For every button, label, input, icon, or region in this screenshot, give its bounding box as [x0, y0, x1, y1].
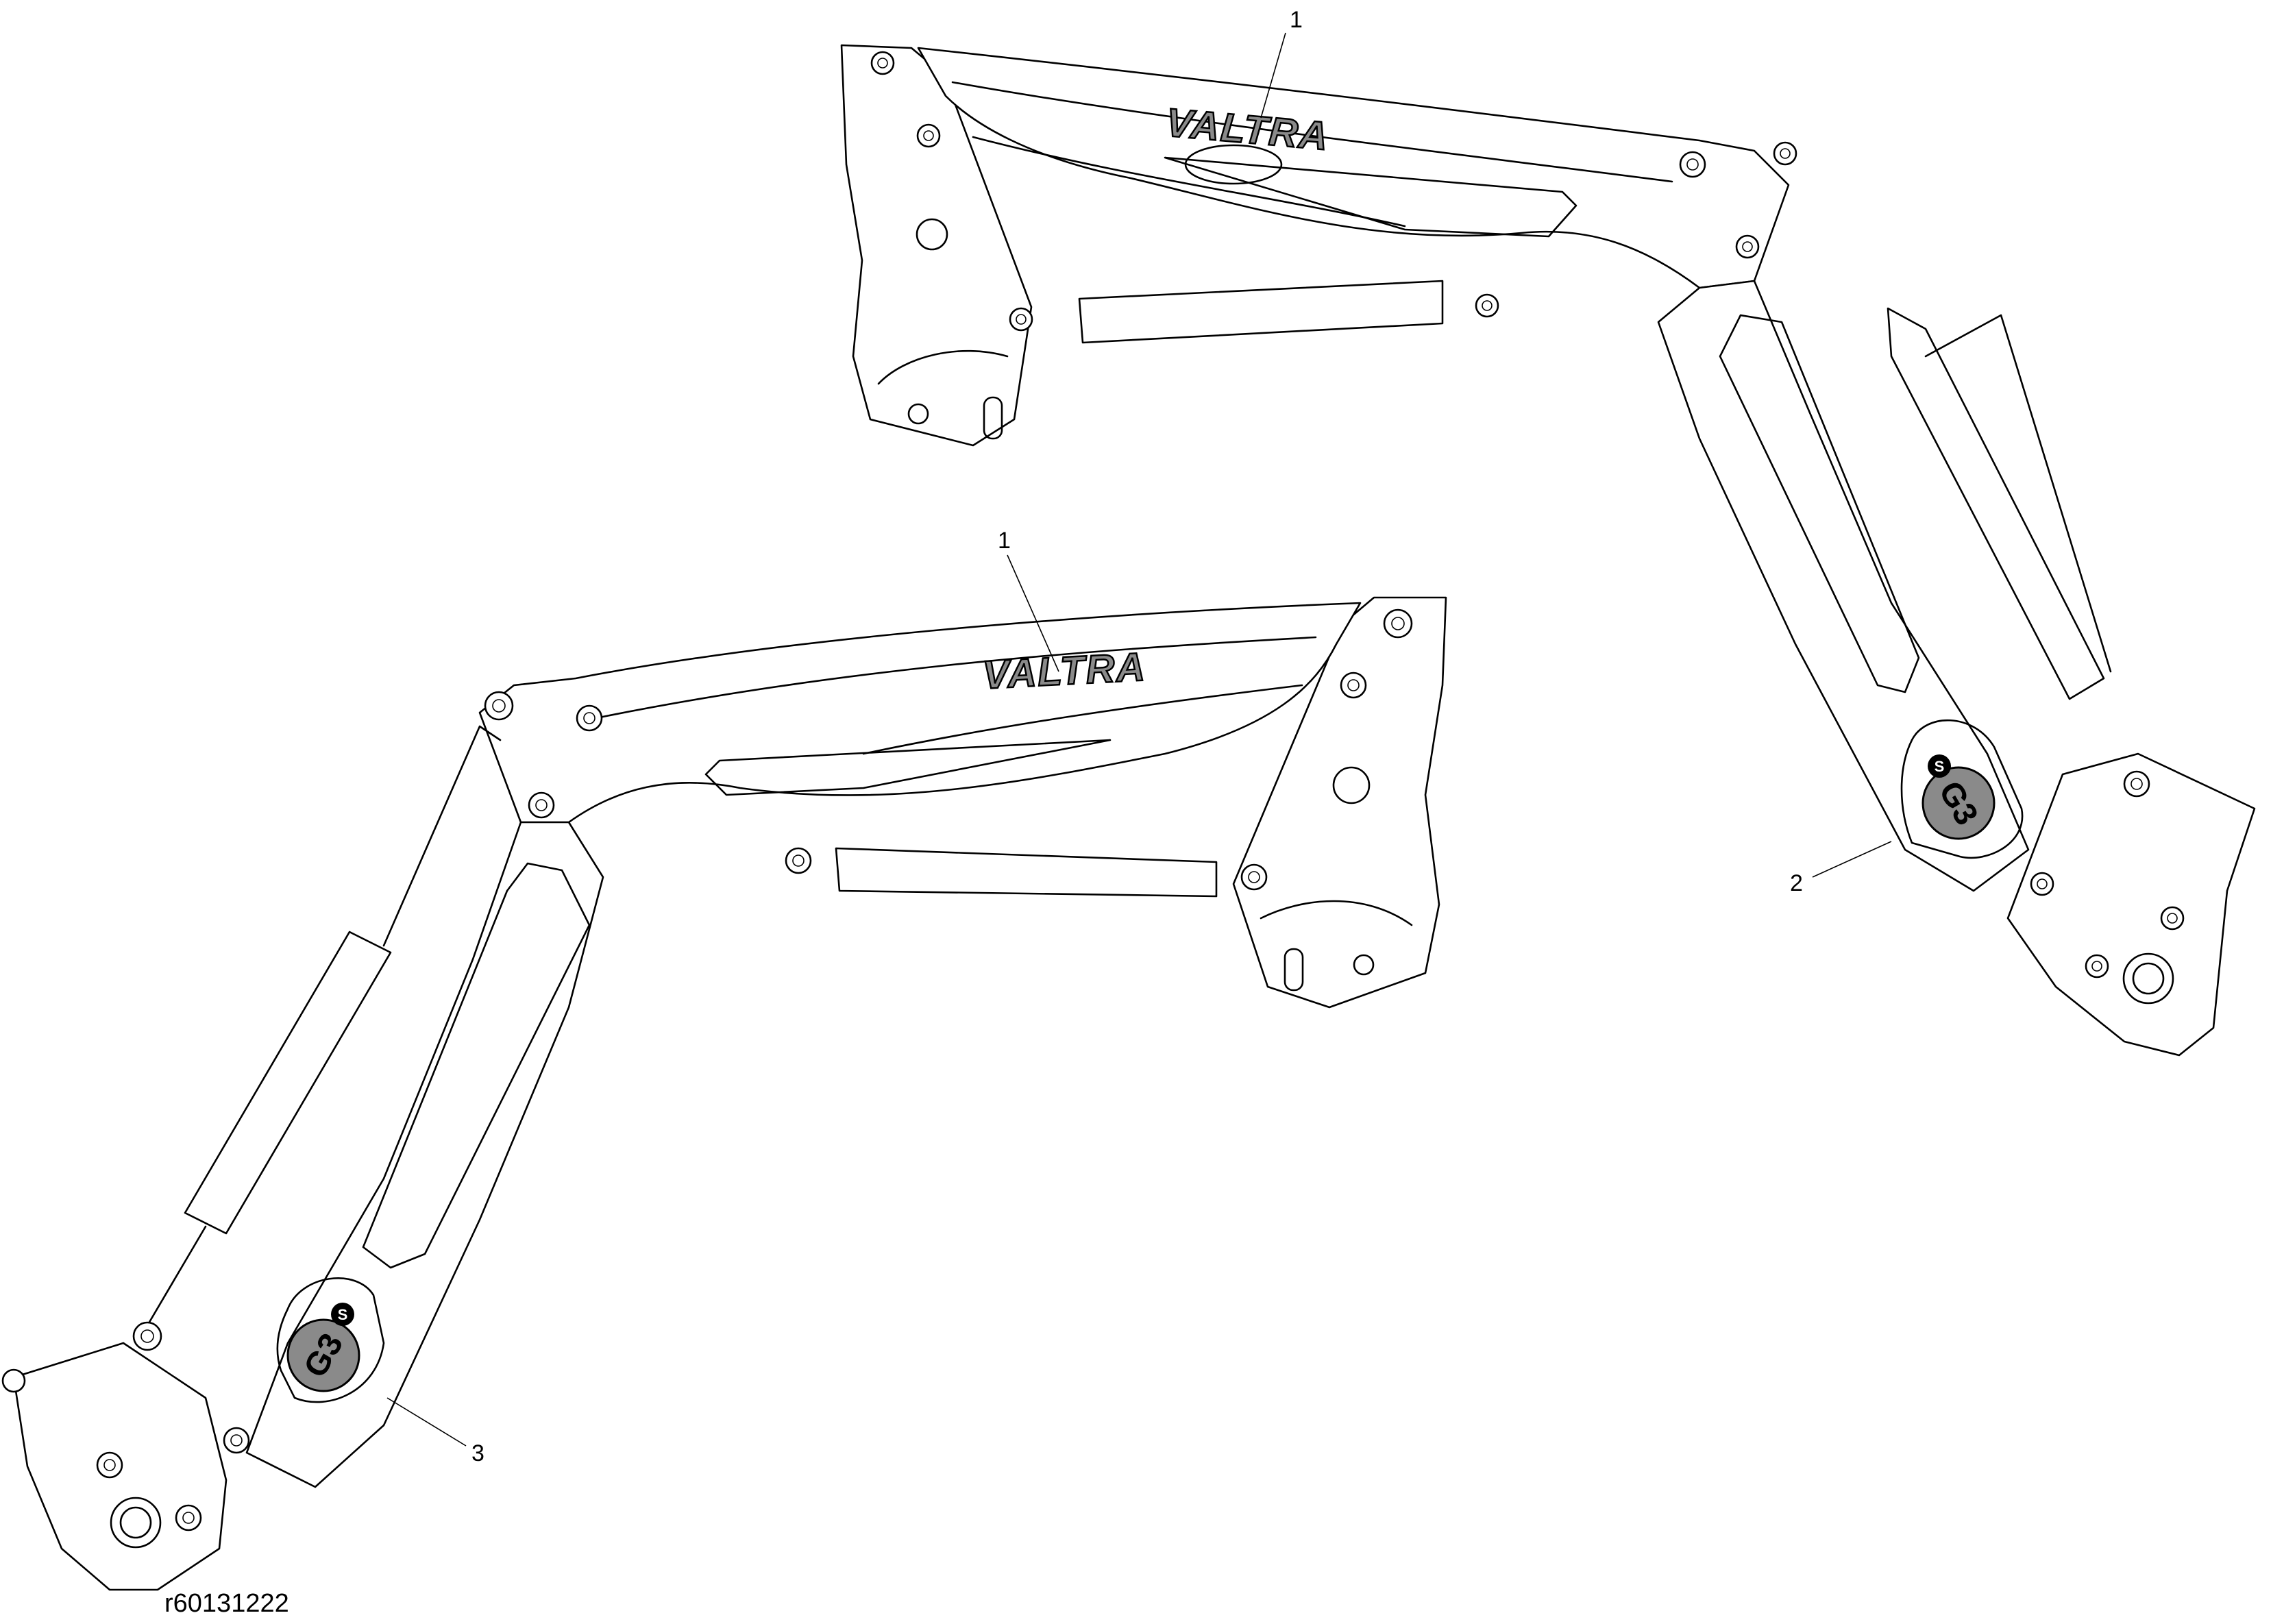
lower-g3-disc: [286, 1318, 360, 1392]
lower-mount-slot: [1284, 948, 1304, 992]
lower-s-text: S: [338, 1306, 348, 1323]
lower-cylinder-right: [835, 847, 1218, 898]
upper-s-disc: [1928, 754, 1951, 778]
callout-3: 3: [471, 1440, 484, 1466]
reference-code: r60131222: [164, 1589, 289, 1618]
upper-tool-hole: [2122, 952, 2174, 1005]
upper-beam-cutout: [1164, 156, 1577, 238]
upper-mount-small-hole: [907, 403, 929, 425]
leader-1-upper: [1260, 32, 1286, 119]
upper-cylinder-left: [1078, 280, 1444, 344]
upper-loader-frame: VALTRA S G3: [840, 44, 2256, 1057]
lower-tool-hole: [110, 1497, 162, 1549]
upper-g3-disc: [1921, 766, 1996, 840]
upper-cyl-rod: [1924, 314, 2112, 673]
upper-g3-badge: S G3: [1900, 719, 2024, 859]
upper-mount-fender: [877, 349, 1009, 385]
lower-brand-decal: VALTRA: [981, 643, 1148, 698]
lower-brand-text: VALTRA: [981, 645, 1147, 698]
leader-3: [386, 1397, 467, 1447]
leader-2: [1812, 841, 1892, 878]
lower-mount-fender: [1260, 900, 1413, 926]
lower-down-arm: [245, 821, 604, 1488]
upper-pins: [870, 51, 2185, 979]
upper-tool-bracket: [2006, 752, 2256, 1057]
callouts: 1 1 2 3: [386, 7, 1892, 1466]
upper-arm-window: [1719, 314, 1920, 693]
upper-mount-hole: [916, 218, 948, 251]
upper-top-beam: [917, 47, 1790, 289]
lower-beam-edge-1: [588, 636, 1317, 721]
lower-top-beam: [478, 602, 1362, 824]
lower-cylinder-left: [184, 931, 392, 1235]
leader-1-lower: [1007, 554, 1059, 672]
lower-beam-cutout: [704, 739, 1112, 796]
lower-mount-hole: [1332, 766, 1371, 804]
upper-beam-edge-2: [972, 136, 1406, 227]
lower-loader-frame: VALTRA S G3: [1, 596, 1447, 1591]
lower-cyl-rod: [382, 725, 502, 947]
upper-down-arm: [1657, 280, 2030, 892]
lower-pins: [1, 608, 1413, 1531]
upper-cylinder-right: [1887, 307, 2105, 700]
lower-beam-edge-2: [862, 684, 1303, 755]
callout-1-upper: 1: [1290, 7, 1303, 33]
callout-2: 2: [1790, 870, 1803, 896]
upper-beam-oval: [1184, 144, 1283, 185]
upper-mount-slot: [983, 396, 1003, 440]
lower-g3-badge: S G3: [276, 1277, 385, 1403]
callout-1-lower: 1: [998, 528, 1011, 554]
upper-s-text: S: [1935, 758, 1945, 775]
upper-beam-edge-1: [951, 81, 1673, 183]
lower-tool-hole-inner: [119, 1506, 152, 1539]
lower-s-disc: [331, 1303, 354, 1326]
upper-tool-hole-inner: [2132, 962, 2165, 995]
lower-mount-small-hole: [1353, 954, 1375, 976]
lower-arm-window: [362, 862, 591, 1269]
